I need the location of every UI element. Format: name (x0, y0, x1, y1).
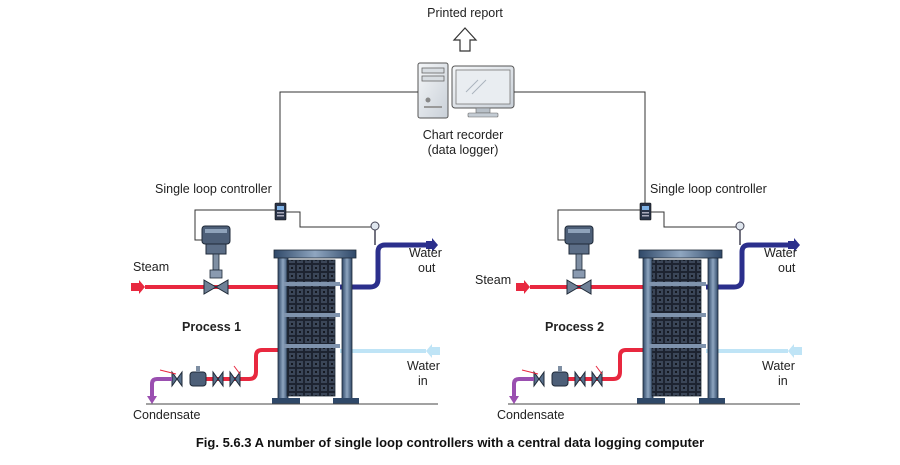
temperature-sensor-icon (370, 221, 380, 231)
steam-inlet-arrow-icon (516, 280, 530, 294)
printed-report-label: Printed report (427, 6, 503, 20)
process-title: Process 2 (545, 320, 604, 334)
controller-label: Single loop controller (650, 182, 767, 196)
steam-label: Steam (133, 260, 169, 274)
single-loop-controller (639, 202, 652, 221)
water-in-label-line1: Water (407, 359, 440, 373)
water-out-label-line2: out (418, 261, 436, 275)
water-outlet-pipe (706, 242, 788, 290)
actuator-signal-wire (194, 209, 275, 241)
condensate-pipe-purple (150, 377, 172, 396)
data-link-wire-left (279, 91, 418, 203)
control-valve-icon (564, 225, 594, 295)
data-link-wire-right (514, 91, 646, 203)
steam-trap-set-icon (521, 365, 603, 388)
water-in-label-line2: in (418, 374, 428, 388)
single-loop-controller (274, 202, 287, 221)
plate-heat-exchanger (637, 249, 725, 404)
chart-recorder-computer (417, 62, 515, 119)
steam-label: Steam (475, 273, 511, 287)
figure-caption: Fig. 5.6.3 A number of single loop contr… (196, 435, 704, 450)
water-in-label-line2: in (778, 374, 788, 388)
temperature-sensor-icon (735, 221, 745, 231)
condensate-pipe-purple (512, 377, 534, 396)
condensate-arrow-icon (147, 396, 157, 404)
condensate-label: Condensate (497, 408, 564, 422)
water-outlet-arrow-icon (426, 238, 438, 252)
condensate-arrow-icon (509, 396, 519, 404)
process-1-unit: Single loop controller Steam Water out (131, 182, 442, 422)
controller-label: Single loop controller (155, 182, 272, 196)
chart-recorder-label: Chart recorder (423, 128, 504, 142)
process-title: Process 1 (182, 320, 241, 334)
sensor-signal-wire (286, 211, 375, 228)
condensate-pipe-red (558, 348, 645, 381)
steam-inlet-arrow-icon (131, 280, 145, 294)
condensate-label: Condensate (133, 408, 200, 422)
water-out-label-line2: out (778, 261, 796, 275)
water-out-label-line1: Water (764, 246, 797, 260)
actuator-signal-wire (557, 209, 640, 241)
steam-trap-set-icon (159, 365, 241, 388)
water-in-label-line1: Water (762, 359, 795, 373)
process-2-unit: Single loop controller Steam Water out W… (475, 182, 802, 422)
water-inlet-arrow-icon (788, 344, 802, 358)
condensate-pipe-red (196, 348, 280, 381)
water-outlet-pipe (340, 242, 426, 290)
water-inlet-arrow-icon (426, 344, 440, 358)
upload-arrow-icon (452, 27, 478, 52)
plate-heat-exchanger (272, 249, 359, 404)
control-valve-icon (201, 225, 231, 295)
data-logger-label: (data logger) (428, 143, 499, 157)
water-out-label-line1: Water (409, 246, 442, 260)
water-outlet-arrow-icon (788, 238, 800, 252)
sensor-signal-wire (651, 211, 740, 228)
